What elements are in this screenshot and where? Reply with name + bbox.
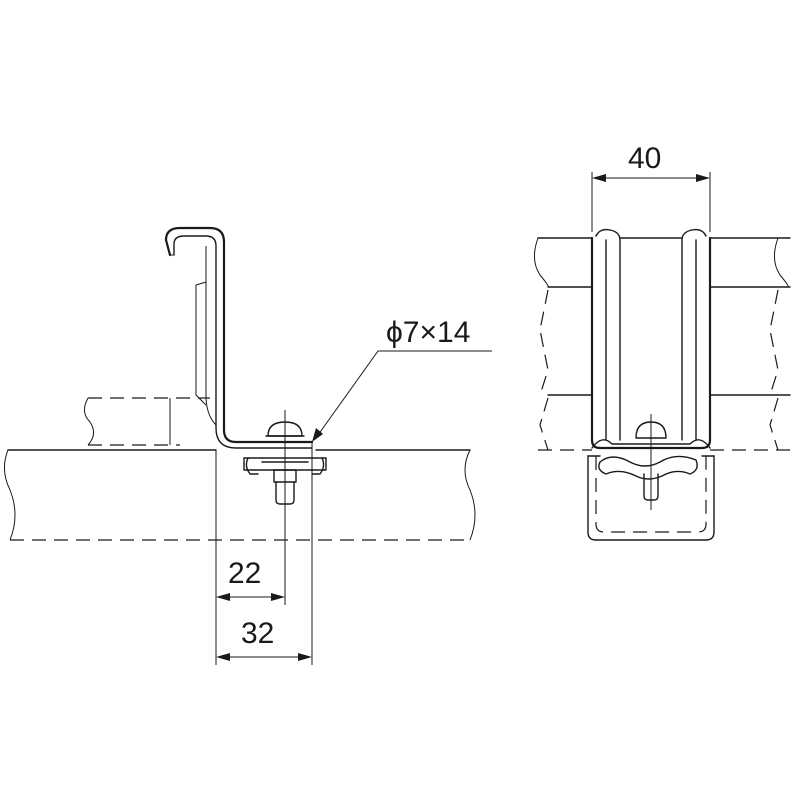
bolt-clamp-front: [598, 414, 698, 510]
front-channel: [587, 455, 715, 541]
upper-beam-outline: [84, 397, 210, 446]
dimension-32: [216, 448, 313, 665]
front-beams-outline: [534, 237, 791, 451]
front-view: 40: [534, 142, 791, 541]
side-view: ϕ7×14 22 32: [4, 226, 492, 665]
lower-beam-outline: [4, 449, 476, 541]
bolt-clamp-side: [243, 410, 327, 520]
dimension-40-label: 40: [628, 142, 661, 175]
dimension-22-label: 22: [228, 557, 261, 590]
j-bracket: [164, 226, 314, 449]
dimension-22: [215, 450, 286, 665]
dimension-40: [591, 172, 711, 232]
dimension-32-label: 32: [241, 617, 274, 650]
bolt-leader: [312, 350, 492, 442]
bolt-spec-label: ϕ7×14: [386, 316, 470, 349]
